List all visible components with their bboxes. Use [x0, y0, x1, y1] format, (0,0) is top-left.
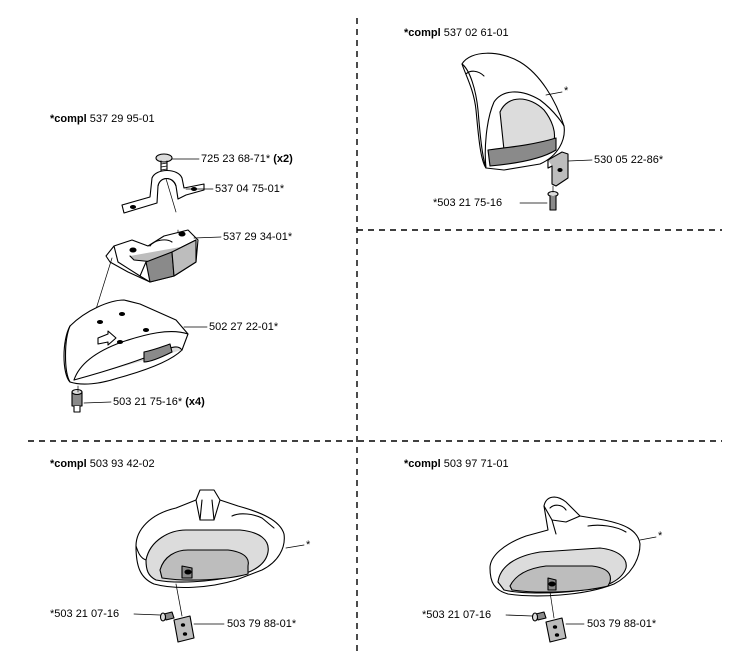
screw-top-icon [155, 153, 173, 173]
part-label-plate: 503 79 88-01* [227, 618, 297, 630]
part-label-plate: 503 79 88-01* [587, 618, 657, 630]
title-bottom-left: *compl 503 93 42-02 [50, 458, 155, 470]
part-label-plate: 530 05 22-86* [594, 154, 664, 166]
part-label-screw: *503 21 07-16 [422, 609, 492, 621]
guard-bottom-right-icon [489, 496, 641, 597]
grass-guard-icon [63, 299, 189, 385]
panel-bottom-right-drawing [489, 496, 657, 643]
guard-top-right-icon [461, 52, 565, 171]
panel-top-right-drawing [461, 52, 593, 211]
title-top-right: *compl 537 02 61-01 [404, 27, 509, 39]
part-label-guard-asterisk: * [564, 85, 569, 97]
part-label-guard: 502 27 22-01* [209, 321, 279, 333]
part-label-screw: 725 23 68-71* (x2) [201, 153, 293, 165]
screw-bottom-left-icon [159, 611, 175, 622]
part-label-bracket: 537 04 75-01* [215, 183, 285, 195]
part-label-bolt: 503 21 75-16* (x4) [113, 396, 205, 408]
plate-bottom-left-icon [173, 615, 195, 643]
part-label-mount: 537 29 34-01* [223, 231, 293, 243]
part-label-guard-asterisk: * [306, 539, 311, 551]
title-bottom-right: *compl 503 97 71-01 [404, 458, 509, 470]
title-top-left: *compl 537 29 95-01 [50, 113, 155, 125]
plate-bottom-right-icon [545, 617, 567, 643]
screw-top-right-icon [547, 190, 559, 211]
part-label-screw: *503 21 07-16 [50, 608, 120, 620]
bracket-plate-icon [547, 151, 569, 187]
panel-bottom-left-drawing [133, 489, 305, 643]
bolt-bottom-icon [71, 388, 83, 413]
part-label-screw: *503 21 75-16 [433, 197, 503, 209]
clamp-bracket-icon [121, 169, 205, 214]
screw-bottom-right-icon [531, 611, 547, 622]
mount-block-icon [105, 229, 199, 283]
panel-top-left-drawing [63, 153, 222, 413]
part-label-guard-asterisk: * [658, 530, 663, 542]
guard-bottom-left-icon [135, 489, 285, 589]
